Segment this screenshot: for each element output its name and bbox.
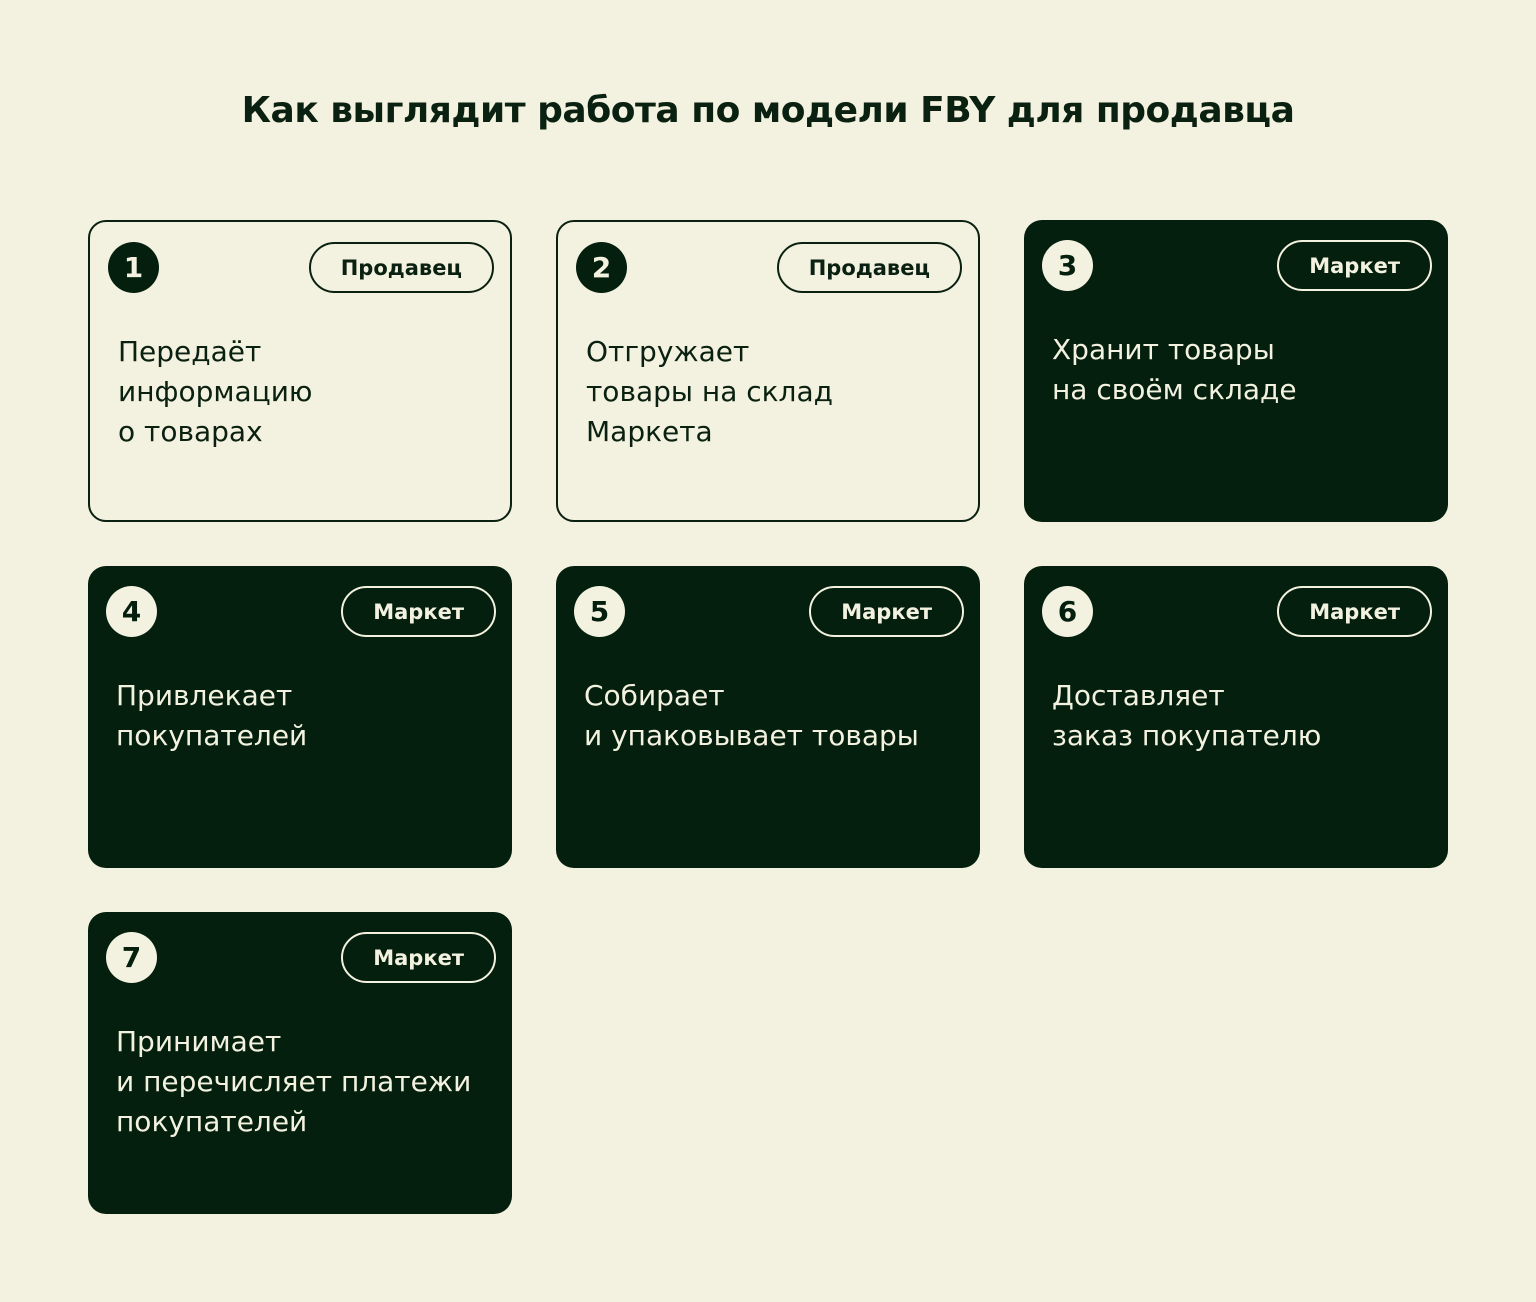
step-description: Привлекает покупателей xyxy=(116,679,308,752)
step-card-5: 5 Маркет Собирает и упаковывает товары xyxy=(556,566,980,868)
step-card-6: 6 Маркет Доставляет заказ покупателю xyxy=(1024,566,1448,868)
step-card-2: 2 Продавец Отгружает товары на склад Мар… xyxy=(556,220,980,522)
step-number-badge: 7 xyxy=(106,932,157,983)
step-description: Отгружает товары на склад Маркета xyxy=(586,335,833,448)
step-number-badge: 2 xyxy=(576,242,627,293)
step-card-4: 4 Маркет Привлекает покупателей xyxy=(88,566,512,868)
step-description: Принимает и перечисляет платежи покупате… xyxy=(116,1025,472,1138)
step-number-badge: 5 xyxy=(574,586,625,637)
step-number-badge: 3 xyxy=(1042,240,1093,291)
role-tag: Маркет xyxy=(341,586,496,637)
role-tag: Маркет xyxy=(341,932,496,983)
step-number-badge: 1 xyxy=(108,242,159,293)
step-number-badge: 4 xyxy=(106,586,157,637)
role-tag: Маркет xyxy=(809,586,964,637)
role-tag: Маркет xyxy=(1277,586,1432,637)
role-tag: Продавец xyxy=(776,242,962,293)
role-tag: Маркет xyxy=(1277,240,1432,291)
step-card-7: 7 Маркет Принимает и перечисляет платежи… xyxy=(88,912,512,1214)
step-number-badge: 6 xyxy=(1042,586,1093,637)
step-description: Хранит товары на своём складе xyxy=(1052,333,1297,406)
role-tag: Продавец xyxy=(308,242,494,293)
step-description: Передаёт информацию о товарах xyxy=(118,335,313,448)
step-card-1: 1 Продавец Передаёт информацию о товарах xyxy=(88,220,512,522)
steps-grid: 1 Продавец Передаёт информацию о товарах… xyxy=(88,220,1448,1214)
page-title: Как выглядит работа по модели FBY для пр… xyxy=(241,90,1295,131)
step-description: Собирает и упаковывает товары xyxy=(584,679,919,752)
step-card-3: 3 Маркет Хранит товары на своём складе xyxy=(1024,220,1448,522)
step-description: Доставляет заказ покупателю xyxy=(1052,679,1322,752)
